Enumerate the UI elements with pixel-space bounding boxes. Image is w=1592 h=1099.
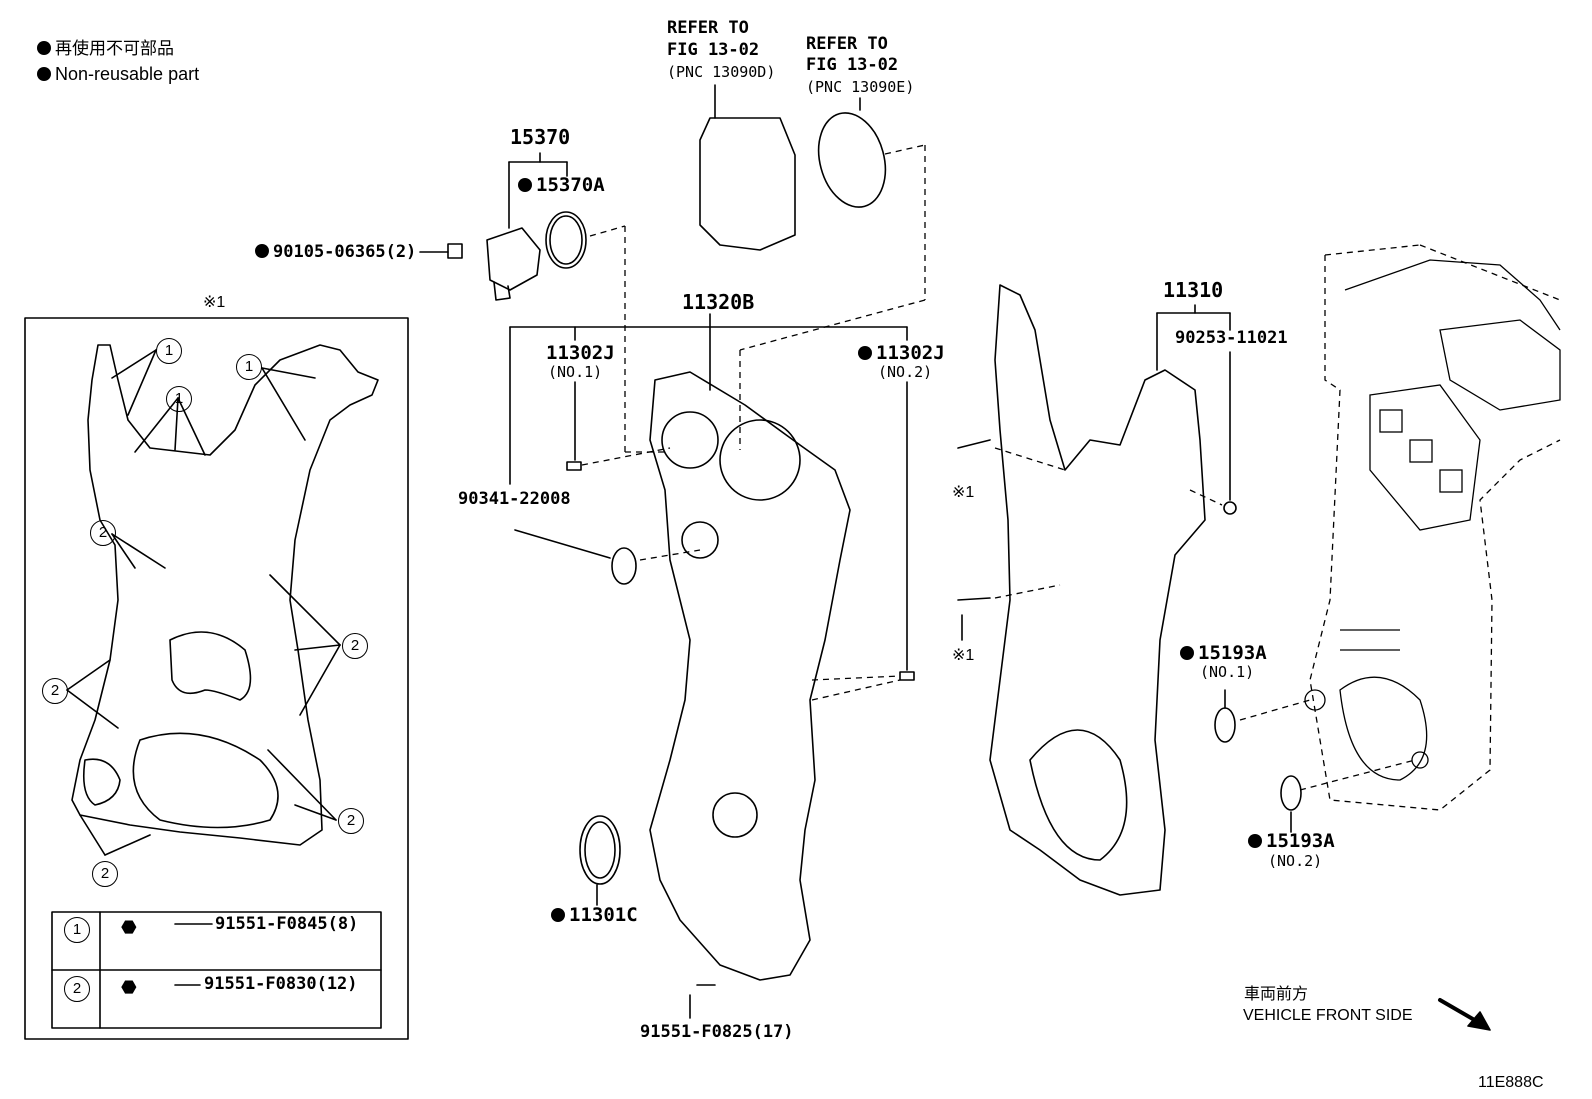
non-reusable-dot-icon [858,346,872,360]
label-11320B: 11320B [682,290,755,314]
bolt-icon: ⬣ [121,977,137,997]
timing-cover-gasket [71,344,379,846]
bolt-icon: ⬣ [121,917,137,937]
callout-2: 2 [90,520,116,546]
label-90341: 90341-22008 [458,489,571,509]
label-11301C: 11301C [551,906,638,925]
refer-note-1-line1: REFER TO [667,18,749,38]
direction-en: VEHICLE FRONT SIDE [1243,1007,1413,1024]
timing-case [989,284,1206,896]
non-reusable-dot-icon [1180,646,1194,660]
label-11302J-no2: 11302J [858,344,945,363]
label-15193A-no2: 15193A [1248,832,1335,851]
legend-en: Non-reusable part [37,65,199,83]
label-11302J-no1: 11302J [546,342,615,364]
callout-1: 1 [236,354,262,380]
label-15193A-no1-sub: (NO.1) [1200,663,1255,681]
callout-2: 2 [342,633,368,659]
legend-jp: 再使用不可部品 [37,40,174,57]
non-reusable-dot-icon [518,178,532,192]
bolt-lower-ref-mark: ※1 [952,647,975,664]
refer-note-1-line2: FIG 13-02 [667,40,760,60]
label-15370: 15370 [510,125,571,149]
label-11302J-no2-sub: (NO.2) [878,363,933,381]
table-row-2-part: 91551-F0830(12) [204,974,358,994]
table-row-2-number: 2 [64,976,90,1002]
bolt-upper-ref-mark: ※1 [952,484,975,501]
table-row-1-number: 1 [64,917,90,943]
label-15370A: 15370A [518,176,605,195]
callout-2: 2 [338,808,364,834]
label-15193A-no1: 15193A [1180,644,1267,663]
direction-jp: 車両前方 [1244,986,1309,1003]
detail-box [24,317,409,1040]
detail-box-title: ※1 [203,294,226,311]
non-reusable-dot-icon [1248,834,1262,848]
label-90253: 90253-11021 [1175,328,1288,348]
callout-1: 1 [156,338,182,364]
label-91551-F0825: 91551-F0825(17) [640,1022,794,1042]
refer-note-2-line2: FIG 13-02 [806,55,899,75]
callout-1: 1 [166,386,192,412]
callout-2: 2 [42,678,68,704]
callout-2: 2 [92,861,118,887]
refer-note-1-line3: (PNC 13090D) [667,63,776,81]
label-11302J-no1-sub: (NO.1) [548,363,603,381]
refer-note-2-line1: REFER TO [806,34,888,54]
label-90105: 90105-06365(2) [255,244,416,261]
figure-code: 11E888C [1478,1074,1544,1091]
label-11310: 11310 [1163,278,1224,302]
table-row-1-part: 91551-F0845(8) [215,914,359,934]
refer-note-2-line3: (PNC 13090E) [806,78,915,96]
timing-chain-cover [649,371,851,981]
non-reusable-dot-icon [255,244,269,258]
non-reusable-dot-icon [551,908,565,922]
label-15193A-no2-sub: (NO.2) [1268,852,1323,870]
